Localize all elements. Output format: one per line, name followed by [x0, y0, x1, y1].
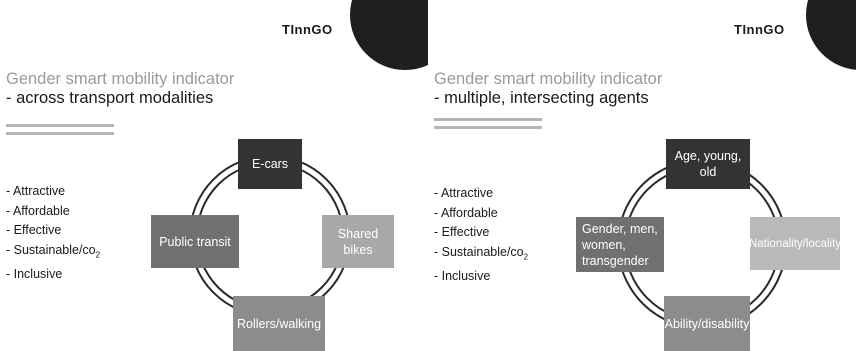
slide-subtitle: - across transport modalities — [6, 89, 214, 107]
criteria-list: - Attractive - Affordable - Effective - … — [434, 184, 528, 286]
divider-line — [6, 132, 114, 135]
corner-circle — [806, 0, 856, 70]
slide-right: TInnGO Gender smart mobility indicator -… — [428, 0, 856, 351]
list-item: - Affordable — [434, 205, 498, 220]
list-item: - Inclusive — [434, 268, 491, 283]
corner-circle — [350, 0, 428, 70]
slide-title: Gender smart mobility indicator — [6, 70, 235, 88]
subscript: 2 — [95, 250, 101, 259]
list-item: - Attractive — [434, 186, 494, 200]
list-item-text: - Sustainable/co — [6, 242, 96, 257]
list-item: - Attractive — [6, 184, 66, 198]
list-item: - Inclusive — [6, 266, 63, 281]
node-age: Age, young, old — [666, 139, 750, 189]
list-item-text: - Sustainable/co — [434, 244, 524, 259]
node-ability: Ability/disability — [664, 296, 750, 351]
list-item: - Sustainable/co2 — [6, 241, 100, 265]
subscript: 2 — [523, 252, 529, 261]
divider-line — [434, 126, 542, 129]
slide-title: Gender smart mobility indicator — [434, 70, 663, 88]
node-rollers-walking: Rollers/walking — [233, 296, 325, 351]
slide-left: TInnGO Gender smart mobility indicator -… — [6, 0, 428, 351]
slide-subtitle: - multiple, intersecting agents — [434, 89, 649, 107]
node-shared-bikes: Shared bikes — [322, 215, 394, 268]
criteria-list: - Attractive - Affordable - Effective - … — [6, 182, 100, 284]
node-public-transit: Public transit — [151, 215, 239, 268]
divider-line — [6, 124, 114, 127]
list-item: - Effective — [434, 225, 490, 239]
node-e-cars: E-cars — [238, 139, 302, 189]
tinngo-logo: TInnGO — [734, 22, 785, 37]
list-item: - Effective — [6, 223, 62, 237]
node-nationality: Nationality/locality — [749, 217, 841, 270]
list-item: - Sustainable/co2 — [434, 243, 528, 267]
divider-line — [434, 118, 542, 121]
tinngo-logo: TInnGO — [282, 22, 333, 37]
node-gender: Gender, men, women, transgender — [576, 217, 664, 272]
list-item: - Affordable — [6, 203, 70, 218]
